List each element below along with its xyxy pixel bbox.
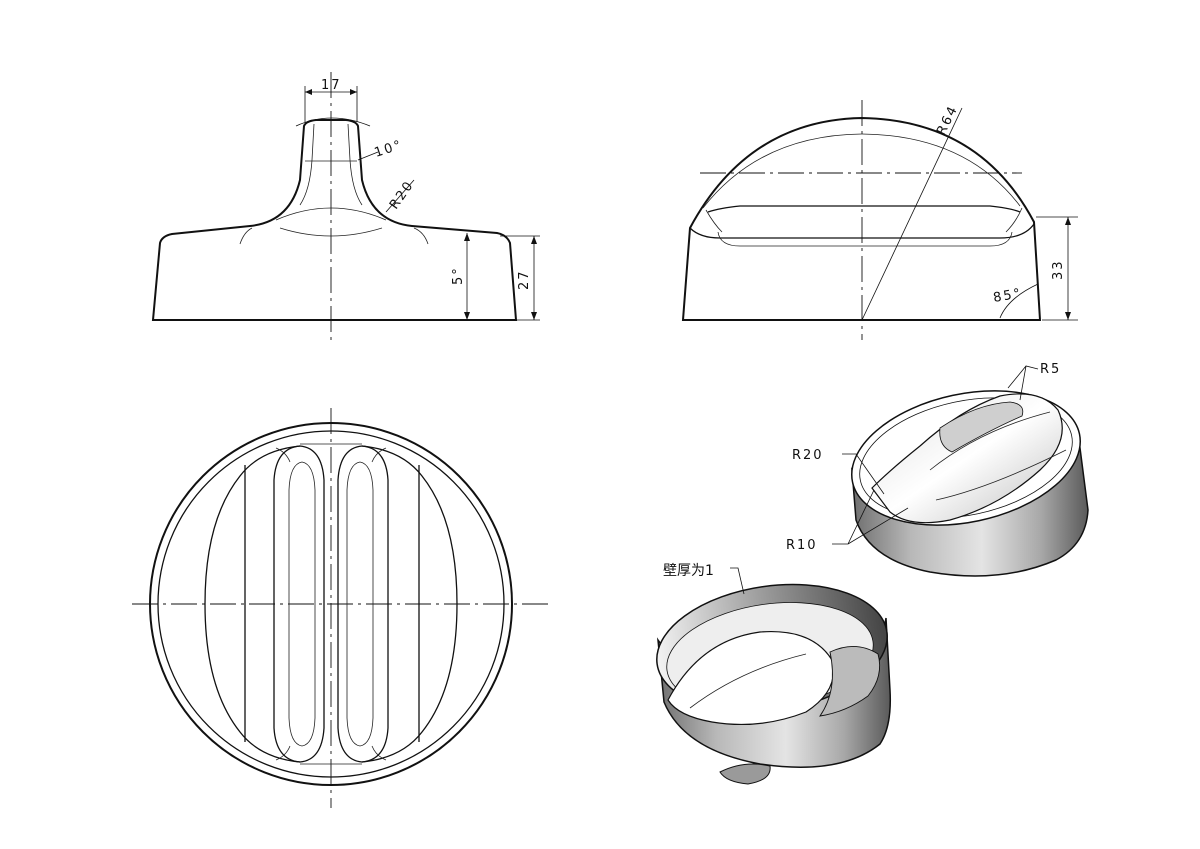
iso-top-ridge-line <box>935 449 1067 501</box>
side-view: R64 33 85° <box>681 100 1078 340</box>
side-view-edge <box>717 231 1013 247</box>
front-view-fillet-line <box>413 227 429 245</box>
label-r20: R20 <box>792 448 824 463</box>
dim-label-85deg: 85° <box>992 286 1023 306</box>
side-view-edge <box>1005 207 1023 233</box>
leader-wall-thickness <box>730 567 745 595</box>
front-view-fillet-line <box>279 227 383 237</box>
dim-label-10deg: 10° <box>373 138 405 161</box>
top-view-fillet <box>371 745 387 761</box>
iso-bottom-channel <box>819 646 881 717</box>
front-view: 17 10° R20 5° 27 <box>151 72 540 340</box>
iso-view-top: R5 R20 R10 <box>786 362 1089 577</box>
leader-r5 <box>1007 365 1039 401</box>
dim-leader <box>385 179 415 213</box>
top-view-fillet <box>275 447 291 463</box>
dim-label-r20: R20 <box>387 178 417 212</box>
front-view-fillet-line <box>239 227 253 245</box>
dim-label-5deg: 5° <box>451 266 466 285</box>
label-r10: R10 <box>786 538 818 553</box>
front-view-fillet-line <box>347 123 363 206</box>
top-view-inner-circle <box>157 430 505 778</box>
top-view-outer-circle <box>149 422 513 786</box>
side-view-edge <box>702 133 1021 209</box>
label-wall-thickness: 壁厚为1 <box>663 563 714 579</box>
top-view <box>132 408 548 808</box>
dim-leader <box>357 151 379 161</box>
iso-bottom-underside <box>719 763 771 785</box>
top-view-right-lobe-inner <box>346 461 374 747</box>
top-view-left-lobe-outer <box>204 445 301 763</box>
side-view-edge <box>707 205 1021 213</box>
dim-label-33: 33 <box>1051 259 1066 280</box>
side-view-edge <box>689 223 1035 239</box>
dim-line <box>999 283 1039 319</box>
top-view-fillet <box>371 447 387 463</box>
iso-top-ridge <box>871 393 1063 524</box>
iso-top-ridge-line <box>929 411 1051 471</box>
front-view-fillet-line <box>299 123 315 206</box>
front-view-outline <box>151 119 518 321</box>
iso-view-bottom: 壁厚为1 <box>656 563 892 785</box>
top-view-left-lobe-inner <box>288 461 316 747</box>
label-r5: R5 <box>1040 362 1061 377</box>
dim-leader <box>861 107 963 321</box>
dim-label-r64: R64 <box>934 103 961 138</box>
front-view-fillet-line <box>275 207 387 221</box>
top-view-fillet <box>275 745 291 761</box>
side-view-outline <box>681 116 1042 321</box>
leader-r20 <box>842 453 885 495</box>
side-view-edge <box>705 209 723 233</box>
iso-bottom-ridge-line <box>689 653 807 709</box>
leader-r10 <box>832 489 909 545</box>
dim-label-27: 27 <box>517 269 532 290</box>
iso-top-rim <box>859 397 1073 519</box>
iso-top-groove <box>939 401 1024 453</box>
top-view-right-lobe-outer <box>361 445 458 763</box>
dim-line <box>295 117 371 127</box>
dim-label-17: 17 <box>321 78 342 93</box>
